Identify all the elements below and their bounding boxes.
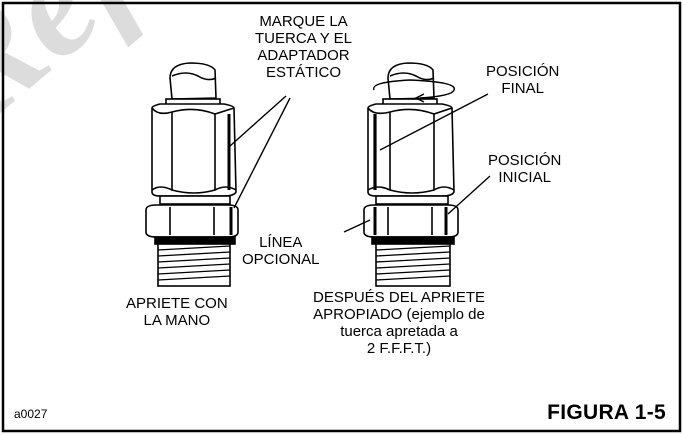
label-after-tightening: DESPUÉS DEL APRIETE APROPIADO (ejemplo d… (313, 289, 486, 357)
label-initial-position: POSICIÓN INICIAL (488, 152, 562, 186)
right-fitting (363, 62, 459, 287)
figure-number: FIGURA 1-5 (547, 401, 666, 424)
figure-code: a0027 (14, 407, 48, 421)
label-final-position: POSICIÓN FINAL (486, 63, 560, 97)
label-mark-nut-adapter: MARQUE LA TUERCA Y EL ADAPTADOR ESTÁTICO (255, 13, 352, 81)
label-optional-line: LÍNEA OPCIONAL (242, 234, 320, 268)
left-fitting (145, 62, 239, 287)
leader-lines (229, 93, 491, 233)
label-hand-tight: APRIETE CON LA MANO (126, 295, 228, 329)
